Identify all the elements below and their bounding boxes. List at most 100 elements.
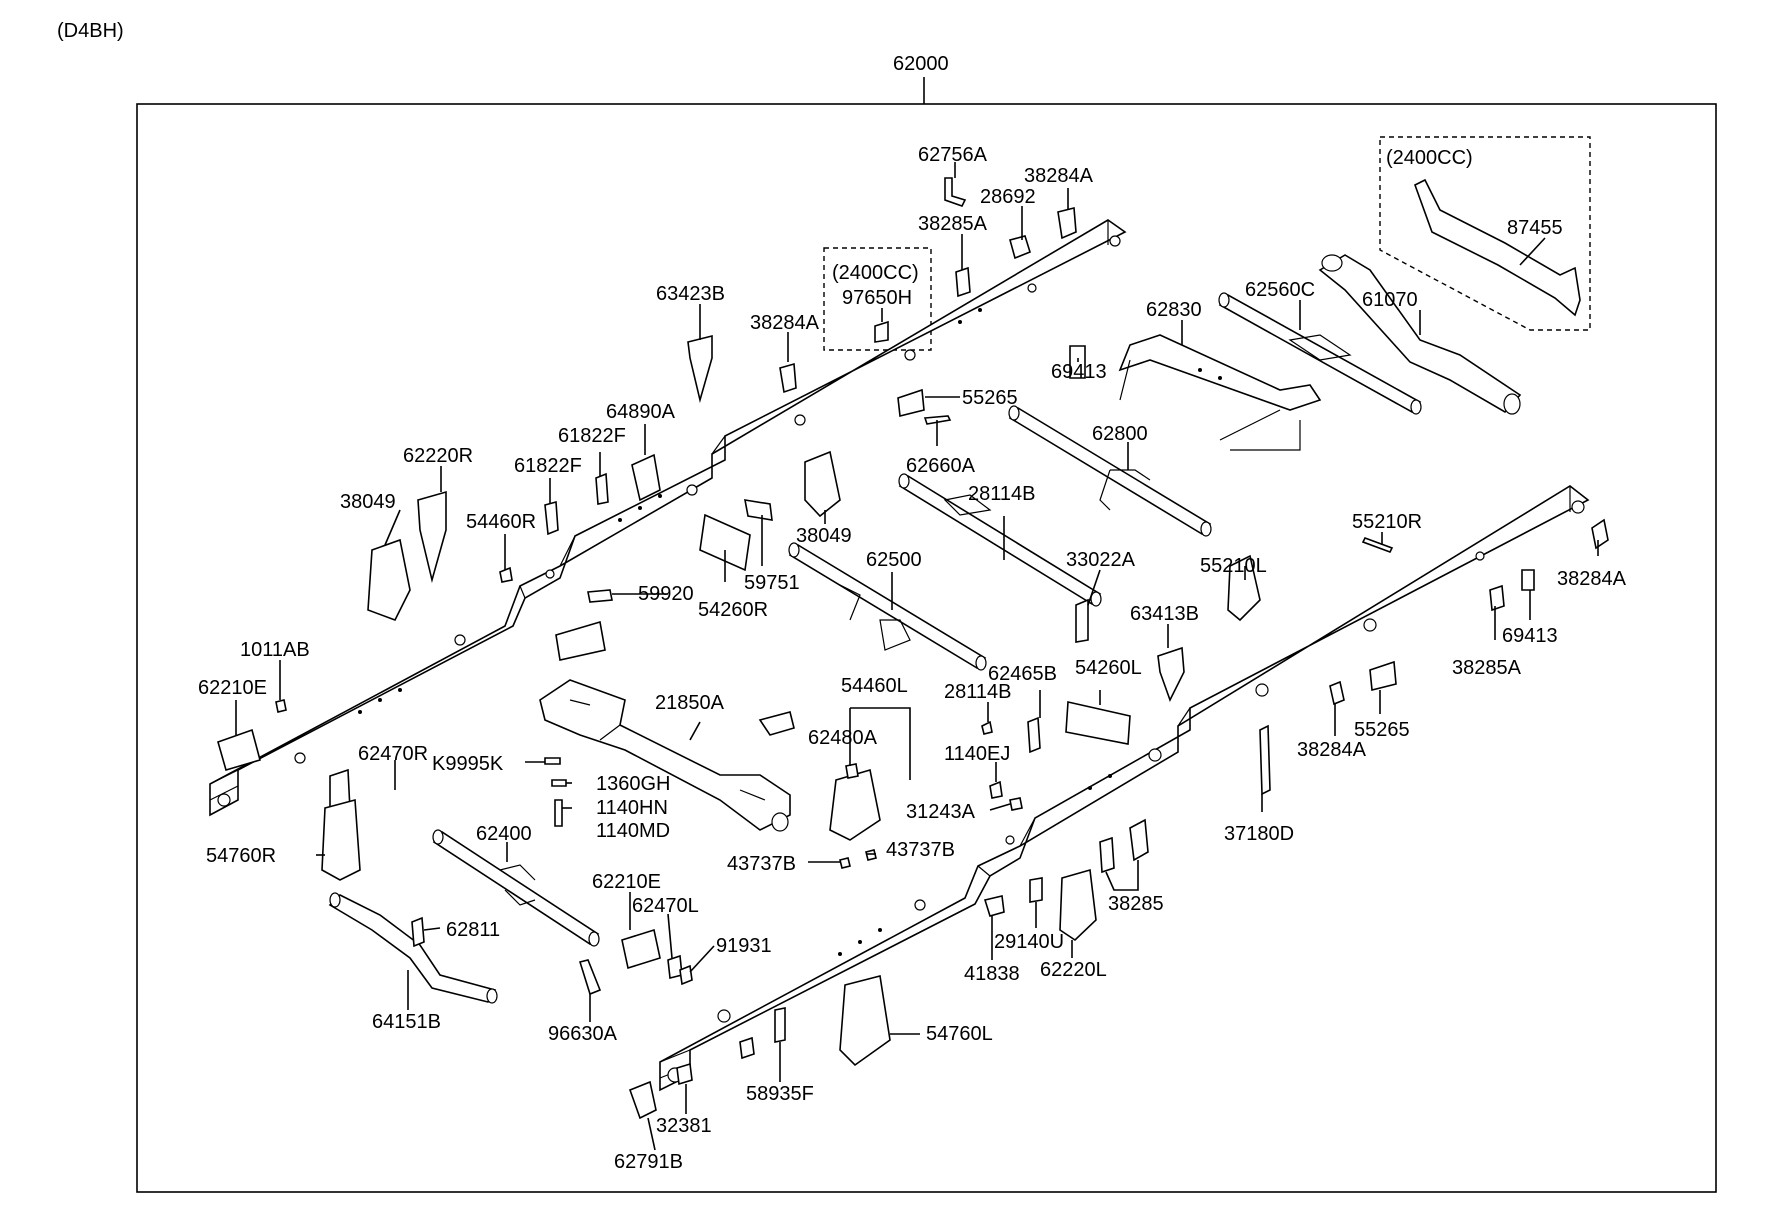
- part-54760r: [321, 798, 361, 881]
- callout-62800: 62800: [1092, 423, 1148, 445]
- part-64890a: [631, 453, 661, 502]
- callout-k9995k: K9995K: [432, 753, 504, 775]
- option-bar-87455: [1414, 178, 1581, 317]
- callout-41838: 41838: [964, 963, 1020, 985]
- cross-member-62400: [432, 829, 600, 947]
- part-62210e-b: [621, 928, 661, 970]
- diagram-border: [136, 103, 1717, 1193]
- callout-69413-top: 69413: [1051, 361, 1107, 383]
- callout-61822f-b: 61822F: [514, 455, 582, 477]
- part-33022a: [1075, 598, 1089, 643]
- callout-38284a-lower: 38284A: [1297, 739, 1367, 761]
- callout-55210r: 38049: [796, 525, 852, 547]
- part-69413-right: [1521, 569, 1535, 591]
- callout-38285: 38285: [1108, 893, 1164, 915]
- part-38284a-right: [1591, 518, 1609, 550]
- callout-28114b-b: 28114B: [944, 681, 1011, 703]
- callout-96630a: 96630A: [548, 1023, 618, 1045]
- leader-lines: [235, 162, 1599, 1151]
- small-parts: [217, 177, 1609, 1120]
- callout-38285a-top: 38285A: [918, 213, 988, 235]
- part-96630a: [578, 959, 602, 996]
- callout-62210e-b: 62210E: [592, 871, 661, 893]
- callout-59920: 59920: [638, 583, 694, 605]
- part-38049-right: [1361, 537, 1394, 553]
- callout-64151b: 64151B: [372, 1011, 441, 1033]
- frame-rail-left: [209, 219, 1127, 817]
- cross-member-62500: [788, 542, 987, 671]
- part-43737b-a: [839, 857, 851, 869]
- callout-1140md: 1140MD: [596, 820, 670, 842]
- transmission-mount-21850a: [539, 679, 791, 832]
- part-61822f-b: [544, 500, 559, 536]
- part-62220r: [417, 490, 447, 584]
- part-28114b-a: [499, 566, 513, 583]
- callout-55210l: 55210L: [1200, 555, 1267, 577]
- callout-21850a: 21850A: [655, 692, 725, 714]
- callout-54460l: 54460L: [841, 675, 908, 697]
- callout-62400: 62400: [476, 823, 532, 845]
- part-62480a: [845, 763, 859, 779]
- callout-38285a-right: 38285A: [1452, 657, 1522, 679]
- cross-member-61070: [1318, 254, 1522, 415]
- callout-63423b: 63423B: [656, 283, 725, 305]
- part-beam-mount: [555, 620, 606, 661]
- part-32381: [676, 1062, 693, 1086]
- part-59751: [744, 499, 773, 521]
- part-55265-top: [897, 388, 925, 417]
- callout-61822f-a: 61822F: [558, 425, 626, 447]
- callout-38284a-mid: 38284A: [750, 312, 820, 334]
- part-38285a-top: [955, 266, 971, 298]
- part-31243a: [1009, 797, 1023, 811]
- part-59920: [587, 589, 613, 603]
- callout-62830: 62830: [1146, 299, 1202, 321]
- callout-63413b: 63413B: [1130, 603, 1199, 625]
- callout-54260r: 54260R: [698, 599, 768, 621]
- callout-1140hn: 1140HN: [596, 797, 668, 819]
- part-54760l: [839, 975, 891, 1067]
- callout-62811: 62811: [446, 919, 500, 941]
- part-62811: [411, 916, 425, 948]
- cross-member-62800: [1008, 405, 1212, 537]
- option-box-97650h: [823, 247, 932, 351]
- part-97650h: [874, 320, 889, 343]
- part-54460l: [829, 768, 881, 841]
- callout-28692: 28692: [980, 186, 1036, 208]
- callout-55265-right: 55265: [1354, 719, 1410, 741]
- part-91931: [679, 964, 693, 986]
- part-clip: [739, 1036, 755, 1060]
- callout-62220l: 62220L: [1040, 959, 1107, 981]
- part-38285a-right: [1489, 584, 1505, 612]
- callout-1011ab: 1011AB: [240, 639, 310, 661]
- part-58935f: [774, 1007, 786, 1043]
- part-54460r: [367, 538, 411, 621]
- part-bracket-upper: [758, 711, 795, 736]
- callout-61070: 61070: [1362, 289, 1418, 311]
- part-k9995k: [544, 757, 561, 765]
- part-63413b: [1157, 646, 1185, 703]
- part-1140hn: [554, 799, 563, 827]
- part-41838: [983, 895, 1005, 917]
- callout-62210e-a: 62210E: [198, 677, 267, 699]
- option-label-2400cc-b: (2400CC): [1386, 147, 1473, 169]
- model-code-label: (D4BH): [57, 20, 124, 42]
- cross-member-62660a: [898, 473, 1102, 607]
- frame-rail-right: [659, 485, 1590, 1092]
- callout-37180d: 37180D: [1224, 823, 1294, 845]
- part-38284a-top: [1057, 206, 1077, 240]
- callout-55265-top: 55265: [962, 387, 1018, 409]
- callout-62500: 62500: [866, 549, 922, 571]
- part-63423b: [687, 334, 713, 404]
- part-1140ej: [989, 780, 1003, 799]
- part-62220l: [1059, 868, 1097, 942]
- callout-62560c: 62560C: [1245, 279, 1315, 301]
- part-62465b: [1027, 716, 1041, 754]
- callout-labels: 62756A 28692 38284A 38285A 97650H 87455 …: [198, 144, 1627, 1173]
- callout-62756a: 62756A: [918, 144, 988, 166]
- part-61822f-a: [595, 472, 609, 505]
- callout-62660a: 28114B: [968, 483, 1035, 505]
- callout-54260l: 54260L: [1075, 657, 1142, 679]
- option-label-2400cc-a: (2400CC): [832, 262, 919, 284]
